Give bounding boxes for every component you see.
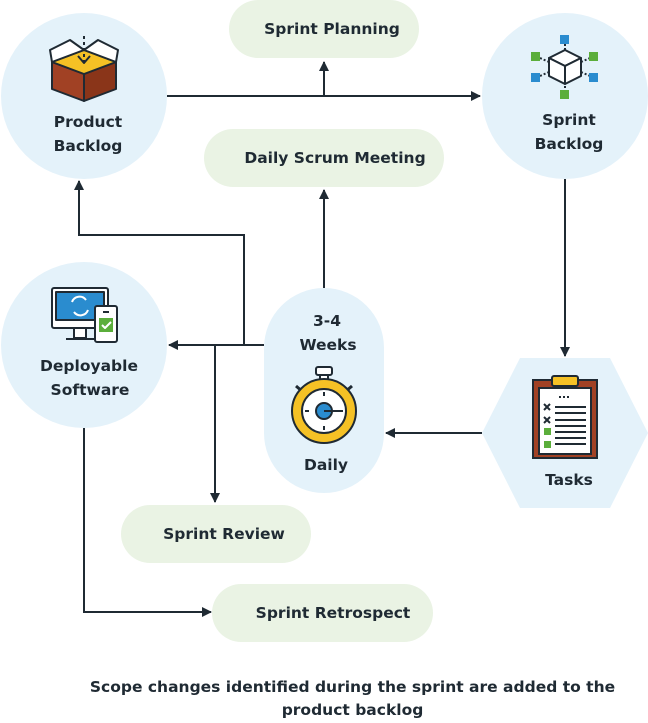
cycle-duration-line2: Weeks [299,336,356,354]
sprint-retrospect-label: Sprint Retrospect [256,604,411,622]
daily-scrum-pill [204,129,444,187]
sprint-review-label: Sprint Review [163,525,285,543]
sprint-backlog-label-line1: Sprint [542,111,596,129]
devices-icon [51,287,118,343]
stopwatch-icon [291,366,357,444]
daily-label: Daily [304,456,348,474]
network-cube-icon [531,35,598,99]
product-backlog-label-line2: Backlog [54,137,123,155]
scope-change-note: Scope changes identified during the spri… [89,678,616,719]
daily-scrum-label: Daily Scrum Meeting [244,149,425,167]
arrow-deployable-to-retrospect [83,428,212,617]
deployable-software-label-line2: Software [51,381,130,399]
box-icon [49,36,119,102]
product-backlog-label-line1: Product [54,113,123,131]
clipboard-checklist-icon [532,375,598,459]
cycle-duration-line1: 3-4 [313,312,341,330]
sprint-planning-pill [229,0,419,58]
deployable-software-node [1,262,167,428]
arrow-scope-to-product-backlog [74,180,245,345]
deployable-software-label-line1: Deployable [40,357,138,375]
sprint-planning-label: Sprint Planning [264,20,400,38]
sprint-retrospect-pill [212,584,433,642]
sprint-review-pill [121,505,311,563]
tasks-label: Tasks [545,471,593,489]
sprint-backlog-label-line2: Backlog [535,135,604,153]
